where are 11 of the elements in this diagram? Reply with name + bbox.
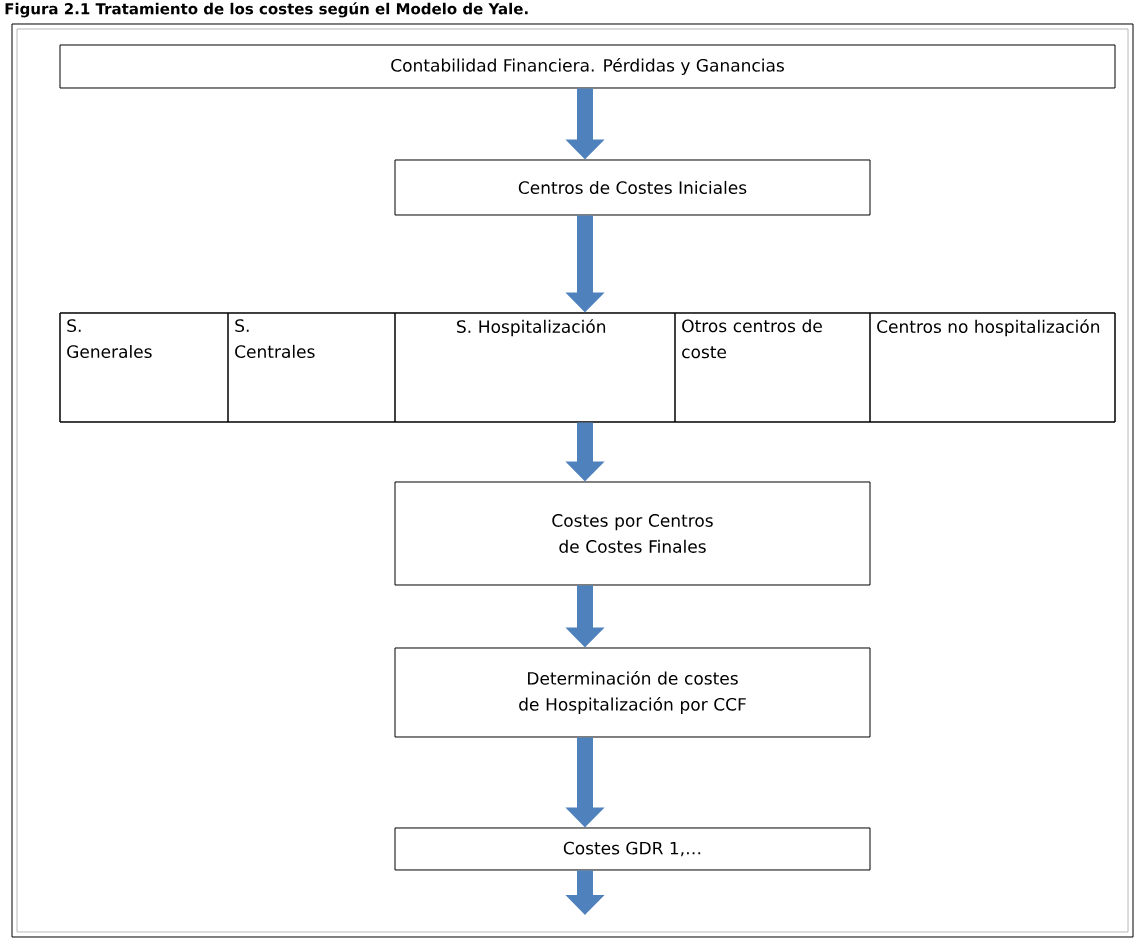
process-box: Contabilidad Financiera. Pérdidas y Ganancias (59, 44, 1116, 89)
process-box: Costes por Centros de Costes Finales (394, 481, 871, 586)
title: Figura 2.1 Tratamiento de los costes según el Modelo de Yale. (5, 2, 528, 18)
table-cell: Otros centros de coste (674, 312, 871, 423)
process-box: Centros de Costes Iniciales (394, 159, 871, 216)
table-cell: S. Generales (59, 312, 229, 423)
process-box: Determinación de costes de Hospitalización por CCF (394, 647, 871, 738)
table-cell: S. Centrales (227, 312, 396, 423)
table-cell: S. Hospitalización (394, 312, 676, 423)
process-box: Costes GDR 1,… (394, 827, 871, 871)
table-cell: Centros no hospitalización (869, 312, 1116, 423)
